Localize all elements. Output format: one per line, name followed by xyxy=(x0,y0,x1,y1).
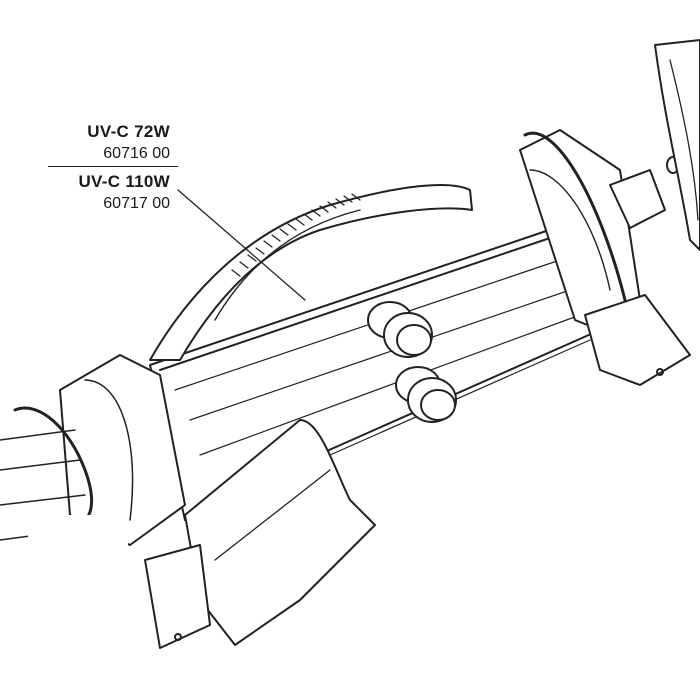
lower-knob xyxy=(395,366,457,423)
adjacent-housing-fragment xyxy=(654,39,700,251)
leader-line xyxy=(177,189,306,301)
left-mounting-foot xyxy=(144,544,211,649)
part-model-110w: UV-C 110W xyxy=(78,172,170,191)
base-clamp xyxy=(184,419,376,646)
part-code-110w: 60717 00 xyxy=(103,195,170,212)
handle-grip-ribs xyxy=(231,193,361,277)
part-model-72w: UV-C 72W xyxy=(87,122,170,141)
part-code-72w: 60716 00 xyxy=(103,145,170,162)
outlet-fitting xyxy=(609,156,680,229)
right-mounting-foot xyxy=(584,294,691,386)
carry-handle xyxy=(149,184,473,361)
cover-box xyxy=(28,515,128,625)
upper-knob xyxy=(367,301,433,358)
separator-line xyxy=(48,166,178,167)
